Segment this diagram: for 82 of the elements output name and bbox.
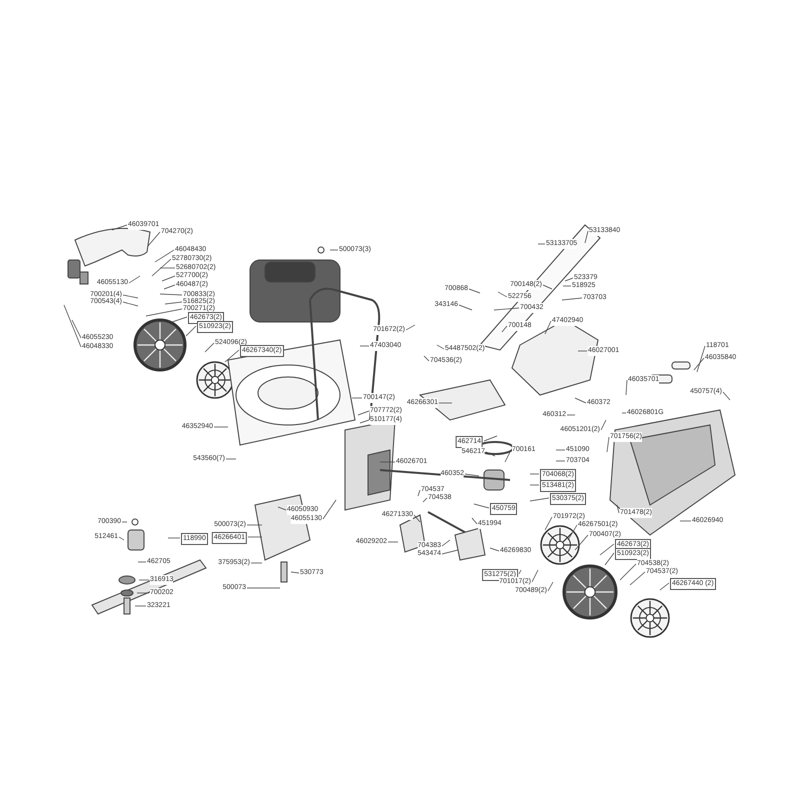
leader-line	[574, 534, 588, 550]
leader-line	[172, 316, 188, 322]
leader-line	[162, 276, 176, 282]
leader-line	[694, 358, 704, 370]
leader-line	[128, 276, 140, 284]
leader-line	[490, 548, 500, 552]
leader-line	[160, 294, 182, 296]
leader-line	[406, 324, 416, 330]
leader-line	[680, 520, 692, 522]
leader-line	[600, 420, 606, 430]
leader-line	[484, 436, 498, 442]
leader-line	[72, 320, 82, 338]
leader-line	[532, 570, 538, 582]
leader-line	[696, 346, 706, 372]
leader-line	[442, 550, 458, 554]
leader-line	[418, 490, 420, 496]
leader-line	[556, 460, 566, 462]
leader-line	[548, 582, 554, 592]
leader-line	[494, 308, 520, 310]
leader-line	[486, 452, 496, 456]
leader-line	[136, 592, 150, 594]
leader-line	[620, 564, 636, 580]
leader-line	[122, 294, 138, 298]
leader-line	[544, 320, 552, 334]
leader-line	[518, 570, 522, 574]
leader-line	[278, 506, 286, 510]
leader-line	[564, 278, 574, 282]
leader-line	[438, 402, 452, 404]
leader-line	[290, 572, 300, 574]
leader-line	[498, 292, 508, 298]
leader-line	[152, 258, 172, 276]
leader-line	[414, 514, 420, 522]
leader-line	[562, 298, 582, 300]
leader-line	[468, 288, 480, 294]
leader-line	[424, 356, 430, 362]
leader-line	[502, 326, 508, 332]
leader-line	[186, 326, 196, 336]
leader-line	[542, 284, 552, 290]
leader-line	[436, 344, 444, 350]
leader-line	[112, 224, 128, 230]
leader-line	[568, 524, 578, 540]
leader-line	[604, 552, 614, 566]
leader-line	[224, 350, 240, 362]
leader-line	[606, 436, 610, 452]
leader-line	[360, 420, 370, 424]
leader-line	[600, 544, 614, 556]
leader-line	[358, 410, 370, 416]
leader-line	[584, 230, 588, 244]
leader-line	[118, 536, 124, 540]
leader-line	[464, 474, 480, 476]
leader-line	[504, 450, 512, 462]
leader-line	[164, 284, 176, 290]
leader-line	[64, 304, 82, 348]
leader-line	[442, 540, 450, 546]
leader-line	[530, 484, 540, 486]
leader-line	[322, 500, 336, 520]
leader-line	[626, 380, 628, 396]
leader-line	[458, 304, 472, 310]
leader-line	[574, 398, 586, 404]
leader-line	[474, 504, 490, 508]
leader-line	[530, 498, 550, 502]
leader-line	[722, 392, 730, 400]
leader-line	[248, 536, 262, 538]
leader-line	[154, 250, 174, 262]
leader-line	[422, 498, 428, 502]
leader-line	[122, 302, 138, 306]
leader-line	[544, 516, 552, 530]
leader-line	[630, 572, 646, 586]
leader-line	[616, 504, 620, 514]
leader-line	[164, 302, 182, 304]
leader-line	[578, 350, 588, 352]
leader-line	[226, 458, 236, 460]
leader-line	[146, 308, 182, 316]
leader-line	[622, 412, 626, 414]
leader-line	[246, 524, 262, 526]
leader-line	[148, 232, 160, 246]
leader-line	[204, 342, 214, 352]
leader-line	[250, 562, 262, 564]
leader-line	[660, 582, 670, 590]
leader-line	[566, 414, 576, 416]
leader-line	[214, 426, 228, 428]
leader-line	[472, 518, 478, 524]
